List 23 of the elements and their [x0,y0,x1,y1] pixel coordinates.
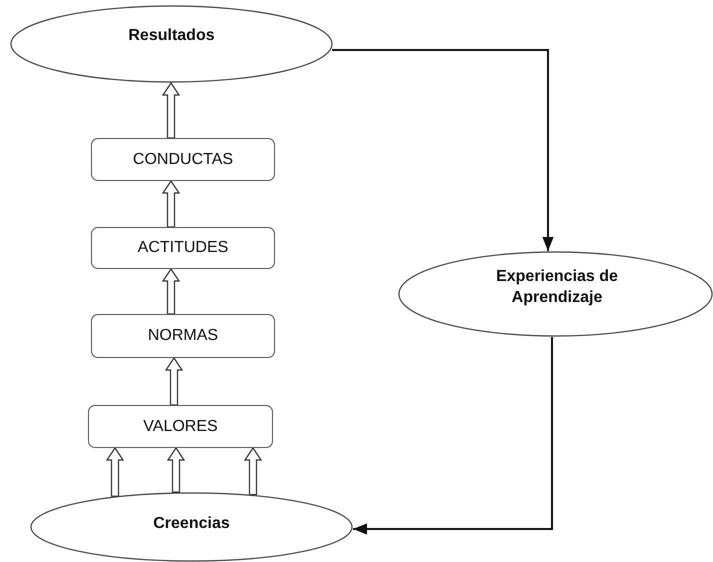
hollow-arrow [162,82,180,139]
process-box [91,314,275,358]
hollow-arrow [106,446,124,497]
ellipse-node [398,251,713,337]
ellipse-node [30,492,353,562]
ellipse-node [10,5,333,83]
hollow-arrow [164,356,184,406]
node-label: NORMAS [148,327,218,345]
process-box [91,138,275,181]
hollow-arrow [162,180,180,228]
node-label: Creencias [153,514,230,534]
node-label: Resultados [128,26,215,46]
node-label: CONDUCTAS [132,150,234,168]
process-box [91,227,275,269]
hollow-arrow [166,446,186,493]
node-label: VALORES [143,418,218,436]
arrow [332,49,554,251]
arrow [353,337,553,535]
hollow-arrow [244,446,262,496]
hollow-arrow [162,268,180,315]
node-label: ACTITUDES [138,239,228,257]
node-label: Experiencias de Aprendizaje [495,267,619,308]
process-box [88,405,273,448]
